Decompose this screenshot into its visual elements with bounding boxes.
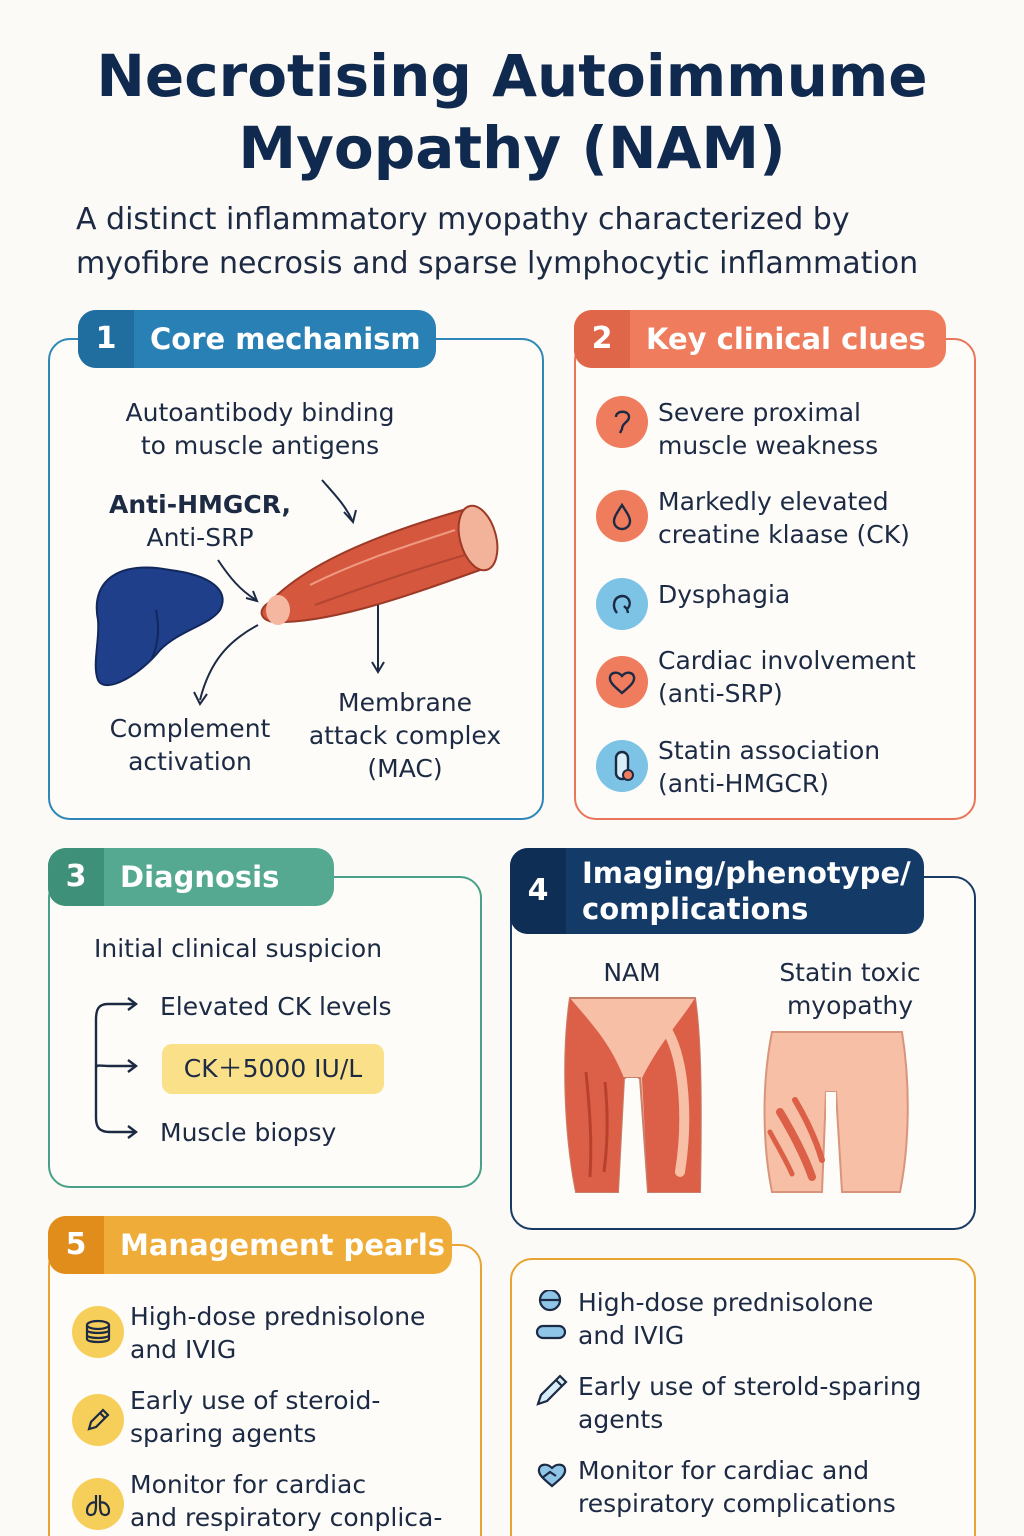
management-line: and IVIG bbox=[130, 1335, 237, 1364]
clue-line: (anti-SRP) bbox=[658, 679, 783, 708]
management-header: 5 Management pearls bbox=[48, 1216, 452, 1274]
question-icon bbox=[596, 396, 648, 448]
section-title-line1: Imaging/phenotype/ bbox=[582, 856, 911, 890]
management-line: and respiratory conplica- bbox=[130, 1503, 443, 1532]
mac-line3: (MAC) bbox=[367, 754, 443, 783]
management-panel-secondary bbox=[510, 1258, 976, 1536]
management-item-prednisolone: High-dose prednisolone and IVIG bbox=[130, 1300, 470, 1366]
secondary-item-steroid-sparing: Early use of sterold-sparing agents bbox=[578, 1370, 958, 1436]
management-item-monitor: Monitor for cardiac and respiratory conp… bbox=[130, 1468, 470, 1534]
clue-line: muscle weakness bbox=[658, 431, 879, 460]
management-line: Monitor for cardiac and bbox=[578, 1456, 870, 1485]
throat-icon bbox=[596, 578, 648, 630]
binding-line2: to muscle antigens bbox=[140, 431, 380, 460]
section-number: 4 bbox=[510, 848, 566, 934]
clue-line: Statin association bbox=[658, 736, 881, 765]
antibody-label: Anti-HMGCR, Anti-SRP bbox=[100, 488, 300, 554]
clue-item-statin: Statin association (anti-HMGCR) bbox=[658, 734, 958, 800]
clue-line: Severe proximal bbox=[658, 398, 861, 427]
binding-line1: Autoantibody binding bbox=[125, 398, 395, 427]
management-line: High-dose prednisolone bbox=[578, 1288, 874, 1317]
management-line: Early use of steroid- bbox=[130, 1386, 381, 1415]
clue-line: (anti-HMGCR) bbox=[658, 769, 830, 798]
heart-hand-icon bbox=[534, 1458, 570, 1492]
clue-line: Dysphagia bbox=[658, 580, 791, 609]
diagnosis-biopsy: Muscle biopsy bbox=[160, 1118, 337, 1147]
liver-icon bbox=[94, 566, 224, 687]
nam-thighs-icon bbox=[564, 997, 702, 1193]
subtitle-line2: myofibre necrosis and sparse lymphocytic… bbox=[76, 246, 919, 281]
management-line: Early use of sterold-sparing bbox=[578, 1372, 922, 1401]
nam-label: NAM bbox=[603, 958, 661, 987]
section-number: 3 bbox=[48, 848, 104, 906]
section-number: 5 bbox=[48, 1216, 104, 1274]
imaging-header: 4 Imaging/phenotype/ complications bbox=[510, 848, 924, 934]
management-item-steroid-sparing: Early use of steroid- sparing agents bbox=[130, 1384, 470, 1450]
core-mechanism-header: 1 Core mechanism bbox=[78, 310, 436, 368]
antibody-line1: Anti-HMGCR, bbox=[109, 490, 291, 519]
clue-item-ck: Markedly elevated creatine klaase (CK) bbox=[658, 485, 958, 551]
management-line: sparing agents bbox=[130, 1419, 317, 1448]
secondary-item-prednisolone: High-dose prednisolone and IVIG bbox=[578, 1286, 958, 1352]
complement-line2: activation bbox=[128, 747, 252, 776]
binding-label: Autoantibody binding to muscle antigens bbox=[110, 396, 410, 462]
section-title-line2: complications bbox=[582, 892, 809, 926]
management-line: High-dose prednisolone bbox=[130, 1302, 426, 1331]
mac-label: Membrane attack complex (MAC) bbox=[300, 686, 510, 785]
mechanism-illustration bbox=[94, 479, 499, 706]
page-title: Necrotising Autoimmume Myopathy (NAM) bbox=[0, 40, 1024, 184]
ck-threshold-text: CK＋5000 IU/L bbox=[183, 1054, 363, 1083]
pill-bar-icon bbox=[534, 1290, 570, 1346]
drop-icon bbox=[596, 490, 648, 542]
section-title: Management pearls bbox=[120, 1228, 446, 1262]
statin-line1: Statin toxic bbox=[779, 958, 921, 987]
section-title: Core mechanism bbox=[150, 322, 421, 356]
diagnosis-panel bbox=[48, 876, 482, 1188]
complement-label: Complement activation bbox=[100, 712, 280, 778]
pencil-icon bbox=[534, 1372, 570, 1408]
antibody-line2: Anti-SRP bbox=[146, 523, 254, 552]
muscle-fiber-icon bbox=[260, 506, 492, 624]
section-title: Key clinical clues bbox=[646, 322, 926, 356]
page-title-line2: Myopathy (NAM) bbox=[238, 114, 786, 182]
statin-label: Statin toxic myopathy bbox=[760, 956, 940, 1022]
diagnosis-ck: Elevated CK levels bbox=[160, 992, 392, 1021]
clue-item-weakness: Severe proximal muscle weakness bbox=[658, 396, 958, 462]
ck-threshold-badge: CK＋5000 IU/L bbox=[162, 1044, 384, 1094]
coins-icon bbox=[72, 1306, 124, 1358]
clue-line: creatine klaase (CK) bbox=[658, 520, 910, 549]
management-line: agents bbox=[578, 1405, 664, 1434]
diagnosis-header: 3 Diagnosis bbox=[48, 848, 334, 906]
pill-icon bbox=[596, 740, 648, 792]
clinical-clues-header: 2 Key clinical clues bbox=[574, 310, 946, 368]
section-number: 2 bbox=[574, 310, 630, 368]
management-line: Monitor for cardiac bbox=[130, 1470, 367, 1499]
secondary-item-monitor: Monitor for cardiac and respiratory comp… bbox=[578, 1454, 958, 1520]
management-panel bbox=[48, 1244, 482, 1536]
section-number: 1 bbox=[78, 310, 134, 368]
section-title: Diagnosis bbox=[120, 860, 280, 894]
clue-line: Markedly elevated bbox=[658, 487, 889, 516]
page-subtitle: A distinct inflammatory myopathy charact… bbox=[76, 198, 976, 286]
statin-thighs-icon bbox=[763, 1031, 909, 1193]
management-line: respiratory complications bbox=[578, 1489, 896, 1518]
subtitle-line1: A distinct inflammatory myopathy charact… bbox=[76, 202, 850, 237]
complement-line1: Complement bbox=[109, 714, 271, 743]
mac-line2: attack complex bbox=[308, 721, 502, 750]
clue-item-dysphagia: Dysphagia bbox=[658, 578, 958, 611]
pencil-icon bbox=[72, 1394, 124, 1446]
page-title-line1: Necrotising Autoimmume bbox=[96, 42, 928, 110]
diagnosis-flow-arrows bbox=[94, 997, 138, 1139]
clue-line: Cardiac involvement bbox=[658, 646, 916, 675]
lungs-icon bbox=[72, 1478, 124, 1530]
clue-item-cardiac: Cardiac involvement (anti-SRP) bbox=[658, 644, 958, 710]
diagnosis-suspicion: Initial clinical suspicion bbox=[94, 934, 383, 963]
mac-line1: Membrane bbox=[338, 688, 472, 717]
section-title: Imaging/phenotype/ complications bbox=[566, 855, 911, 927]
thigh-comparison-illustration bbox=[564, 997, 909, 1193]
heart-icon bbox=[596, 656, 648, 708]
statin-line2: myopathy bbox=[786, 991, 914, 1020]
management-line: and IVIG bbox=[578, 1321, 685, 1350]
